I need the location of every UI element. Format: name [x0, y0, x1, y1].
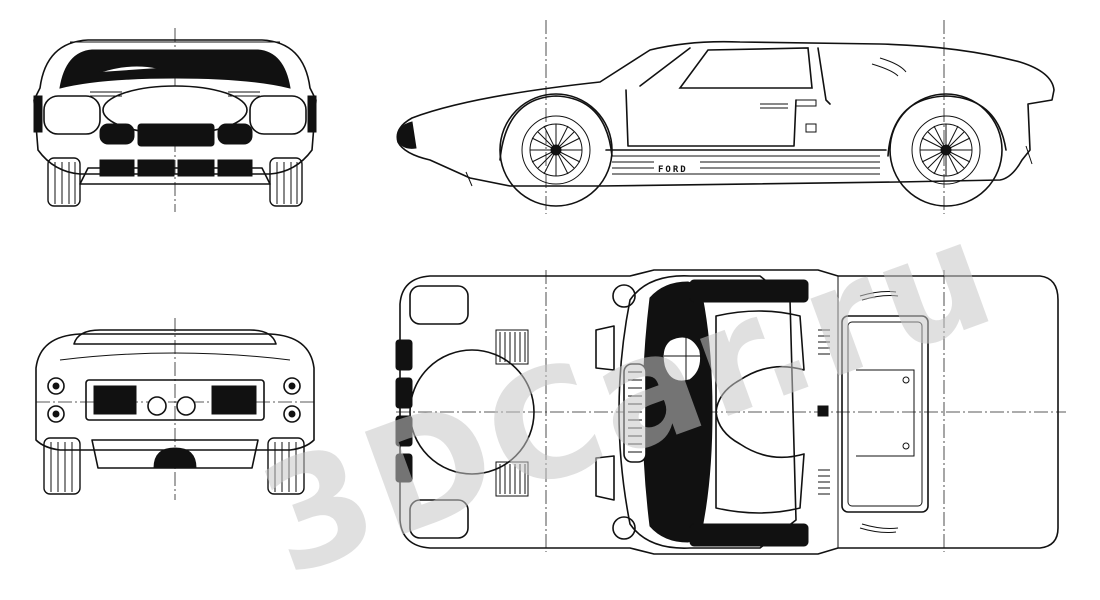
- front-left-headlight: [43, 95, 101, 135]
- top-view: [395, 269, 1066, 555]
- front-right-headlight: [249, 95, 307, 135]
- front-right-tyre: [269, 157, 303, 207]
- front-windscreen: [59, 49, 291, 89]
- rear-view: [35, 318, 316, 500]
- right-exhaust: [176, 396, 196, 416]
- rear-right-light: [211, 385, 257, 415]
- side-front-wheel: [499, 93, 613, 207]
- spare-wheel-well: [409, 349, 535, 475]
- rear-left-tyre: [43, 437, 81, 495]
- left-exhaust: [147, 396, 167, 416]
- front-left-tyre: [47, 157, 81, 207]
- rear-deck-hatch: [841, 315, 929, 513]
- front-view: [33, 28, 317, 212]
- side-rear-wheel: [889, 93, 1003, 207]
- rear-left-light: [93, 385, 137, 415]
- side-badge: FORD: [658, 165, 688, 175]
- side-window: [678, 47, 813, 89]
- side-view: FORD: [396, 20, 1055, 214]
- front-vents: [495, 329, 529, 497]
- rear-right-tyre: [267, 437, 305, 495]
